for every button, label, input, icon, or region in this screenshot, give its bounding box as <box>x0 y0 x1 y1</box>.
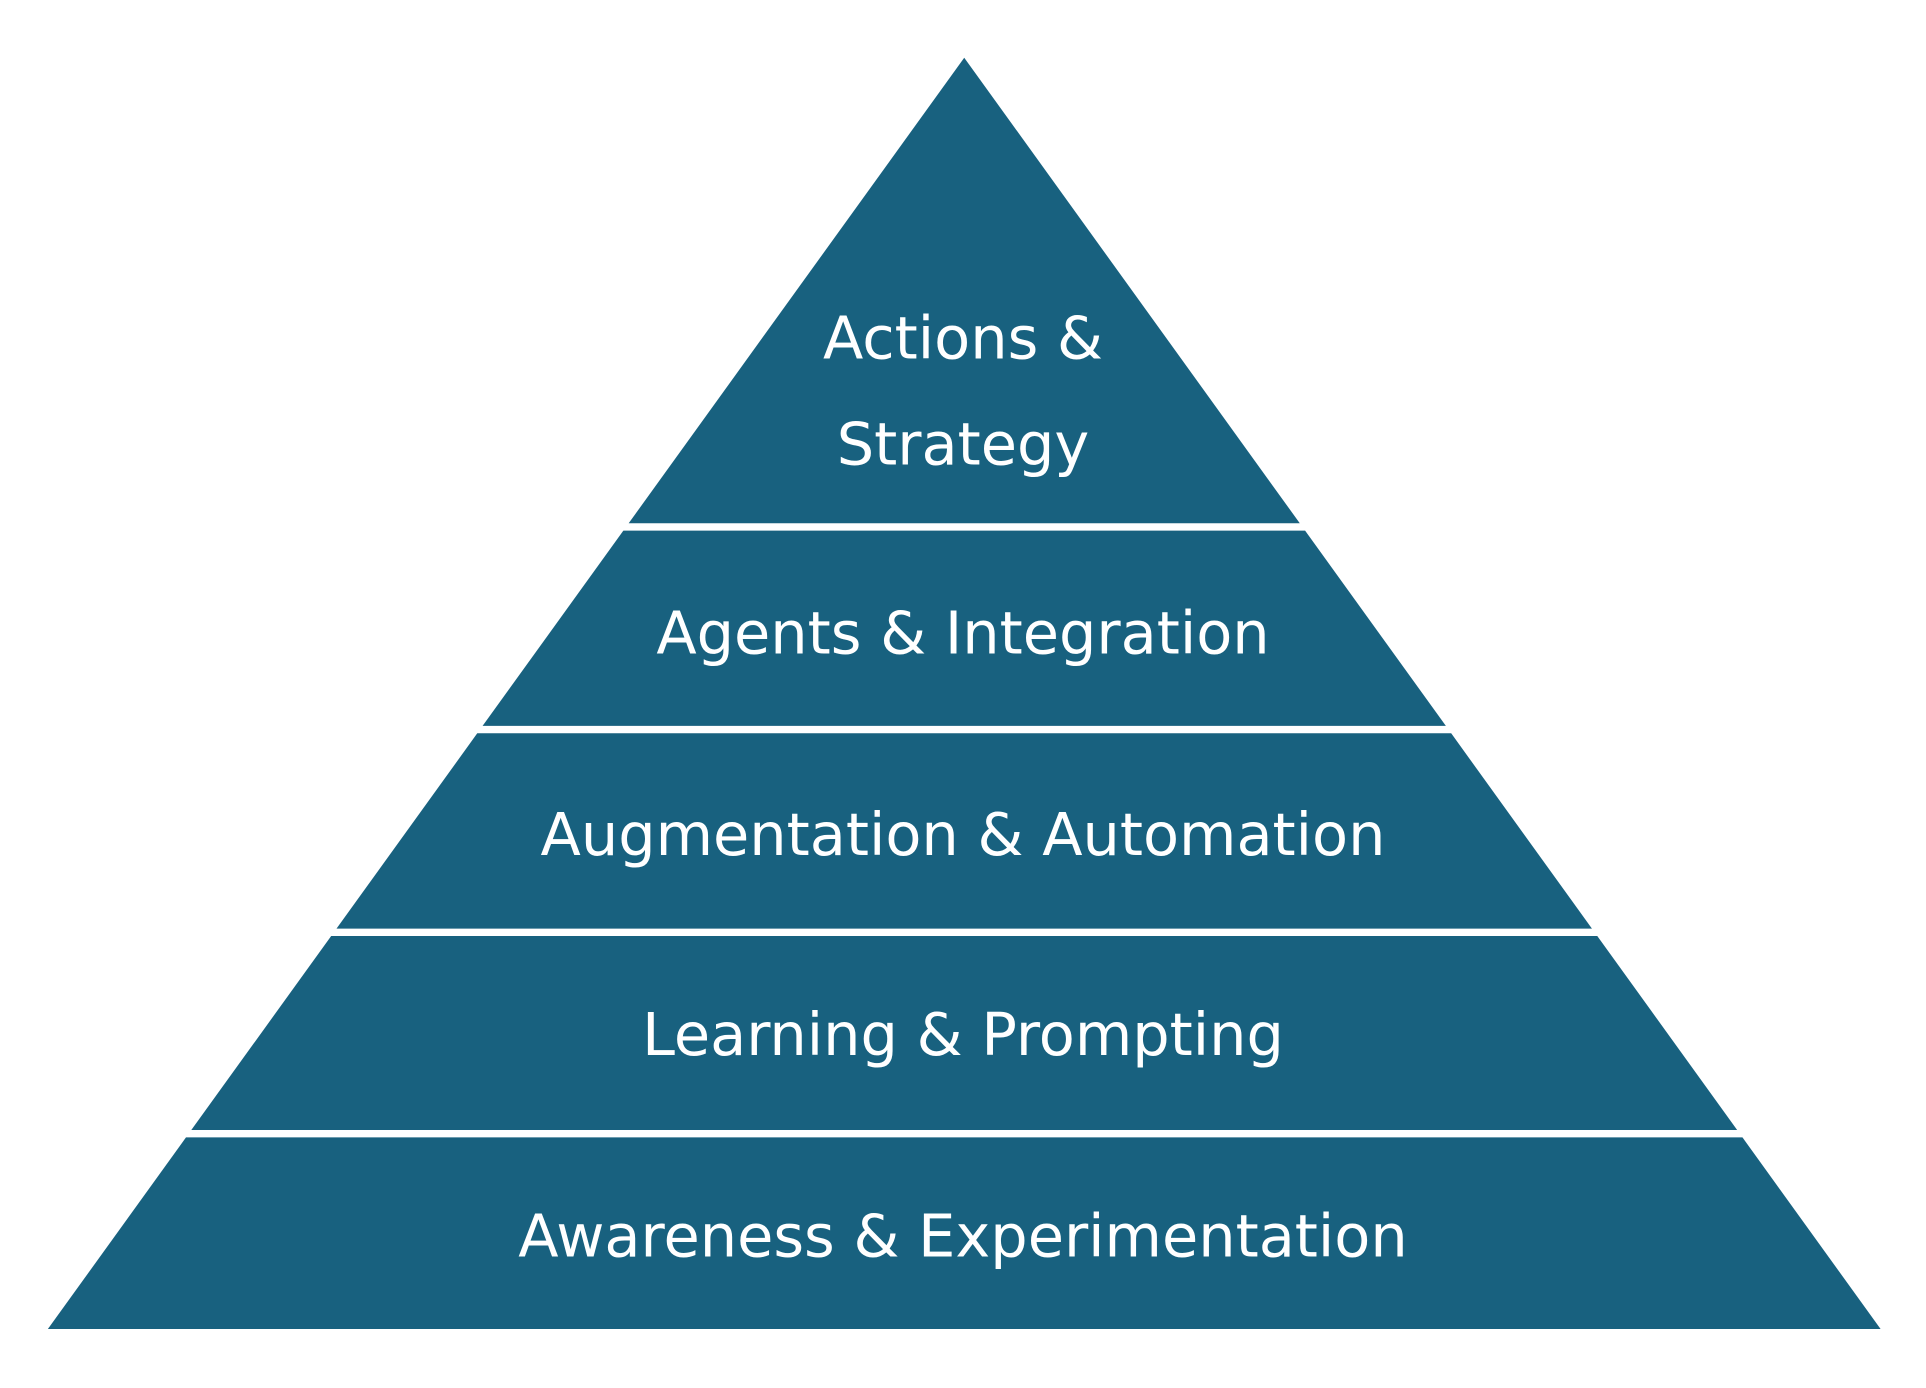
level-awareness-experimentation: Awareness & Experimentation <box>47 1137 1881 1330</box>
band-shape <box>336 733 1592 929</box>
level-label: Awareness & Experimentation <box>518 1202 1407 1271</box>
level-actions-strategy: Actions & Strategy <box>628 57 1300 524</box>
level-label: Augmentation & Automation <box>541 800 1386 869</box>
level-label-line: Actions & <box>823 304 1103 373</box>
band-shape <box>47 1137 1881 1330</box>
band-shape <box>191 935 1738 1131</box>
band-shape <box>628 57 1300 524</box>
level-label-line: Strategy <box>837 409 1090 478</box>
level-learning-prompting: Learning & Prompting <box>191 935 1738 1131</box>
level-augmentation-automation: Augmentation & Automation <box>336 733 1592 929</box>
level-label: Agents & Integration <box>656 598 1269 667</box>
band-shape <box>482 530 1446 726</box>
level-label: Learning & Prompting <box>642 1000 1284 1069</box>
level-agents-integration: Agents & Integration <box>482 530 1446 726</box>
